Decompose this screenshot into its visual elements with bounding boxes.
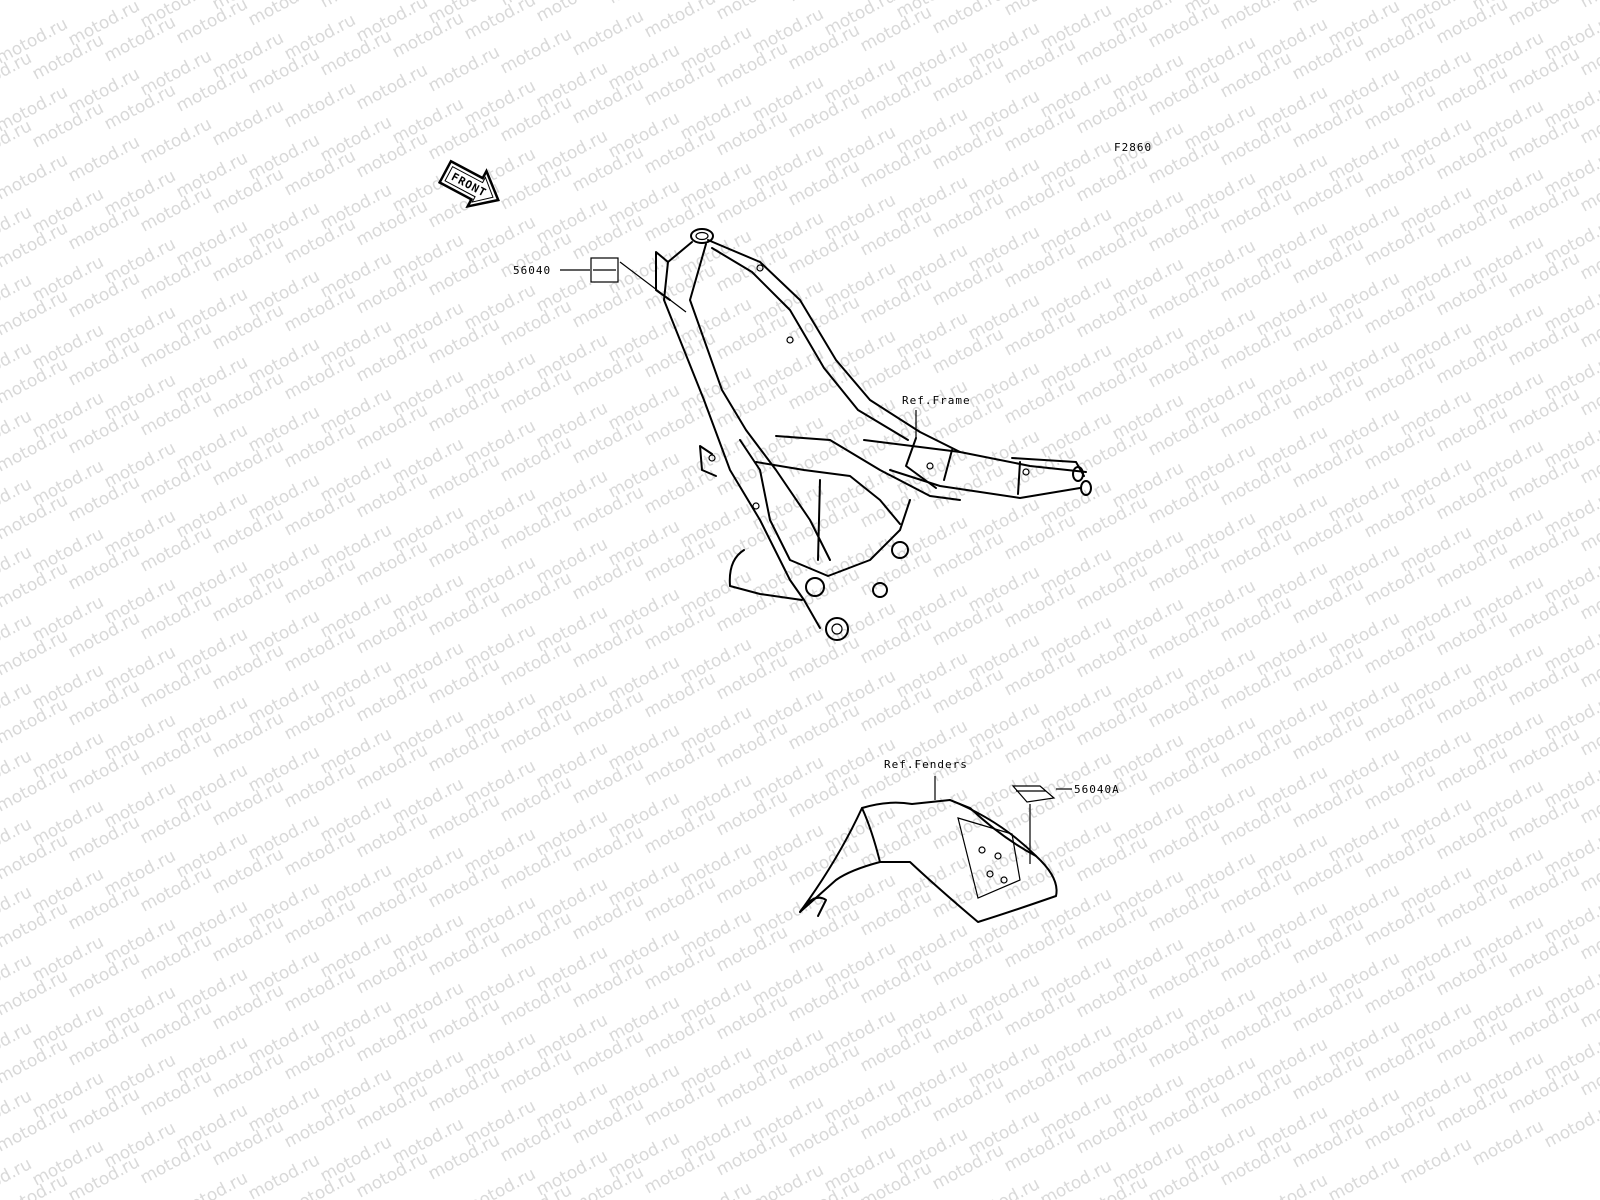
watermark-text: motod.ru — [1541, 1098, 1600, 1152]
watermark-text: motod.ru — [461, 1164, 539, 1200]
watermark-text: motod.ru — [1253, 1170, 1331, 1200]
watermark-text: motod.ru — [137, 114, 215, 168]
watermark-text: motod.ru — [605, 0, 683, 8]
watermark-text: motod.ru — [641, 0, 719, 42]
watermark-text: motod.ru — [209, 96, 287, 150]
watermark-text: motod.ru — [353, 60, 431, 114]
callout-56040A-label: 56040A — [1074, 783, 1120, 796]
watermark-text: motod.ru — [0, 150, 71, 204]
watermark-text: motod.ru — [749, 1160, 827, 1200]
watermark-text: motod.ru — [65, 132, 143, 186]
frame-ref-label: Ref.Frame — [902, 394, 971, 407]
watermark-text: motod.ru — [533, 0, 611, 26]
watermark-text: motod.ru — [173, 1168, 251, 1200]
watermark-text: motod.ru — [1217, 0, 1295, 34]
watermark-text: motod.ru — [713, 0, 791, 24]
watermark-text: motod.ru — [245, 0, 323, 30]
watermark-text: motod.ru — [1505, 0, 1583, 30]
watermark-text: motod.ru — [965, 1174, 1043, 1200]
watermark-text: motod.ru — [1289, 0, 1367, 16]
watermark-text: motod.ru — [1577, 0, 1600, 12]
watermark-text: motod.ru — [425, 42, 503, 96]
watermark-text: motod.ru — [317, 0, 395, 12]
watermark-text: motod.ru — [497, 24, 575, 78]
watermark-text: motod.ru — [1397, 1134, 1475, 1188]
fenders-ref-label: Ref.Fenders — [884, 758, 968, 771]
watermark-text: motod.ru — [677, 1178, 755, 1200]
watermark-text: motod.ru — [1325, 1152, 1403, 1200]
callout-56040-label: 56040 — [513, 264, 551, 277]
watermark-text: motod.ru — [1469, 1116, 1547, 1170]
ref-code: F2860 — [1114, 141, 1152, 154]
watermark-text: motod.ru — [281, 78, 359, 132]
watermark-text: motod.ru — [929, 0, 1007, 38]
watermark-text: motod.ru — [569, 6, 647, 60]
watermark-text: motod.ru — [1001, 0, 1079, 20]
